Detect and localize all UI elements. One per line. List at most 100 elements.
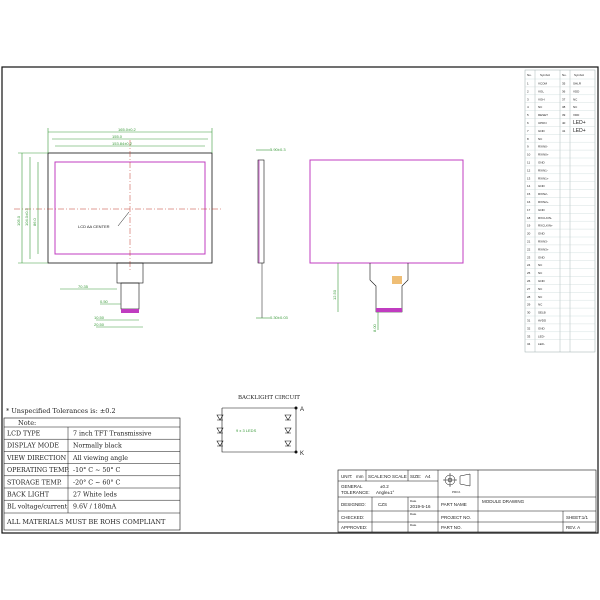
pin-number: 4 <box>527 105 529 109</box>
pin-symbol: GND <box>538 279 546 283</box>
pin-symbol: RXIN2- <box>538 192 548 196</box>
pin-number: 16 <box>527 200 531 204</box>
angle-value: Angle±1° <box>376 490 394 495</box>
title-block: UNIT: mm SCALE:NO SCALE SIZE: A4 GENERAL… <box>337 469 597 533</box>
size-value: A4 <box>425 474 431 479</box>
tolerance-label: TOLERANCE: <box>341 490 370 495</box>
pin-symbol-right: NC <box>573 97 578 101</box>
spec-label: BL voltage/current <box>7 504 68 511</box>
dim-fpc-offset: 70.35 <box>78 284 89 289</box>
checked-label: CHECKED: <box>341 515 364 520</box>
pin-number: 11 <box>527 161 530 165</box>
pin-number: 3 <box>527 97 529 101</box>
pin-number: 17 <box>527 208 531 212</box>
pin-number: 6 <box>527 121 529 125</box>
spec-label: OPERATING TEMP. <box>7 467 69 474</box>
projection-label: PROJ. <box>452 490 461 494</box>
part-name-value: MODULE DRAWING <box>482 499 525 504</box>
pin-symbol: GND <box>538 232 546 236</box>
dim-fpc-pitch: 0.50 <box>100 299 109 304</box>
spec-label: STORAGE TEMP. <box>7 479 62 486</box>
dim-fpc-thickness: 0.30±0.03 <box>270 315 289 320</box>
part-no-label: PART NO. <box>441 525 462 530</box>
side-view: 5.90±0.3 0.30±0.03 <box>256 147 289 320</box>
pin-number: 2 <box>527 89 529 93</box>
dim-bezel-width: 155.0 <box>112 134 123 139</box>
sheet-frame <box>1 66 599 534</box>
pin-symbol: RESET <box>538 113 548 117</box>
pin-symbol: RXIN1+ <box>538 176 549 180</box>
pin-number: 7 <box>527 129 529 133</box>
pin-symbol: GND <box>538 184 546 188</box>
date-value: 2019-5-16 <box>410 504 431 509</box>
cathode-label: K <box>300 451 304 457</box>
backlight-title: BACKLIGHT CIRCUIT <box>238 395 300 401</box>
pin-number: 9 <box>527 145 529 149</box>
unit-label: UNIT: <box>341 474 352 479</box>
date-label: Date <box>410 499 417 503</box>
pin-symbol: LED- <box>538 334 545 338</box>
spec-value: All viewing angle <box>72 455 128 462</box>
rohs-note: ALL MATERIALS MUST BE ROHS COMPLIANT <box>6 518 166 526</box>
back-outline <box>309 159 464 264</box>
pin-header-no: No. <box>527 73 532 77</box>
pin-number: 28 <box>527 295 531 299</box>
pin-symbol: NC <box>538 263 543 267</box>
spec-table: * Unspecified Tolerances is: ±0.2 Note: … <box>3 407 181 531</box>
pin-number: 15 <box>527 192 531 196</box>
pin-symbol: NC <box>538 287 543 291</box>
pin-symbol: VCOM <box>538 82 548 86</box>
project-no-label: PROJECT NO. <box>441 515 471 520</box>
pin-header-no-2: No. <box>562 73 567 77</box>
pin-symbol: RXCLKIN+ <box>538 224 553 228</box>
pin-number: 32 <box>527 326 531 330</box>
pin-symbol: RXCLKIN- <box>538 216 552 220</box>
pin-number: 5 <box>527 113 529 117</box>
backlight-circuit: BACKLIGHT CIRCUIT A K 9 x 3 LEDS <box>216 395 304 457</box>
pin-symbol: NC <box>538 303 543 307</box>
dim-back-fpc-end: 8.00 <box>372 323 377 332</box>
pin-number: 24 <box>527 263 531 267</box>
dim-aa-height: 86.0 <box>32 217 37 226</box>
fpc-contacts <box>121 309 139 313</box>
part-name-label: PART NAME <box>441 502 467 507</box>
pin-symbol-right: NC <box>573 105 578 109</box>
spec-value: 9.6V / 180mA <box>73 504 117 511</box>
projection-symbol-icon <box>443 473 471 487</box>
pin-symbol: NC <box>538 105 543 109</box>
spec-label: LCD TYPE <box>7 431 41 438</box>
pin-symbol: GND <box>538 129 546 133</box>
tolerance-value: ±0.2 <box>380 484 389 489</box>
pin-number-right: 39 <box>562 113 566 117</box>
pin-number-right: 38 <box>562 105 566 109</box>
pin-symbol: RXIN0- <box>538 145 548 149</box>
pin-number-right: 40 <box>562 121 566 125</box>
pin-symbol-right: LED+ <box>573 120 586 126</box>
pin-symbol: RXIN3- <box>538 240 548 244</box>
dim-height: 105.0 <box>16 215 21 226</box>
spec-value: 7 inch TFT Transmissive <box>73 431 152 438</box>
pin-symbol-right: VDD <box>573 113 580 117</box>
pin-symbol: LED- <box>538 342 545 346</box>
pin-symbol: GND <box>538 326 546 330</box>
pin-symbol-right: LED+ <box>573 128 586 134</box>
dim-thickness: 5.90±0.3 <box>270 147 286 152</box>
pin-symbol: GND <box>538 161 546 165</box>
designed-label: DESIGNED: <box>341 502 366 507</box>
dim-bezel-height: 104.0±0.3 <box>24 207 29 226</box>
pin-number: 19 <box>527 224 531 228</box>
side-profile <box>257 159 265 264</box>
spec-label: DISPLAY MODE <box>7 443 59 450</box>
spec-value: 27 White leds <box>73 492 117 499</box>
sheet-value: SHEET:1/1 <box>566 515 589 520</box>
pin-number: 8 <box>527 137 529 141</box>
spec-value: -10° C ~ 50° C <box>73 467 121 474</box>
pin-number: 34 <box>527 342 531 346</box>
pin-number: 30 <box>527 311 531 315</box>
back-view: 12.50 8.00 <box>309 159 464 332</box>
dim-back-fpc-length: 12.50 <box>332 289 337 300</box>
date-label-2: Date <box>410 512 417 516</box>
pin-symbol: RXIN2+ <box>538 200 549 204</box>
